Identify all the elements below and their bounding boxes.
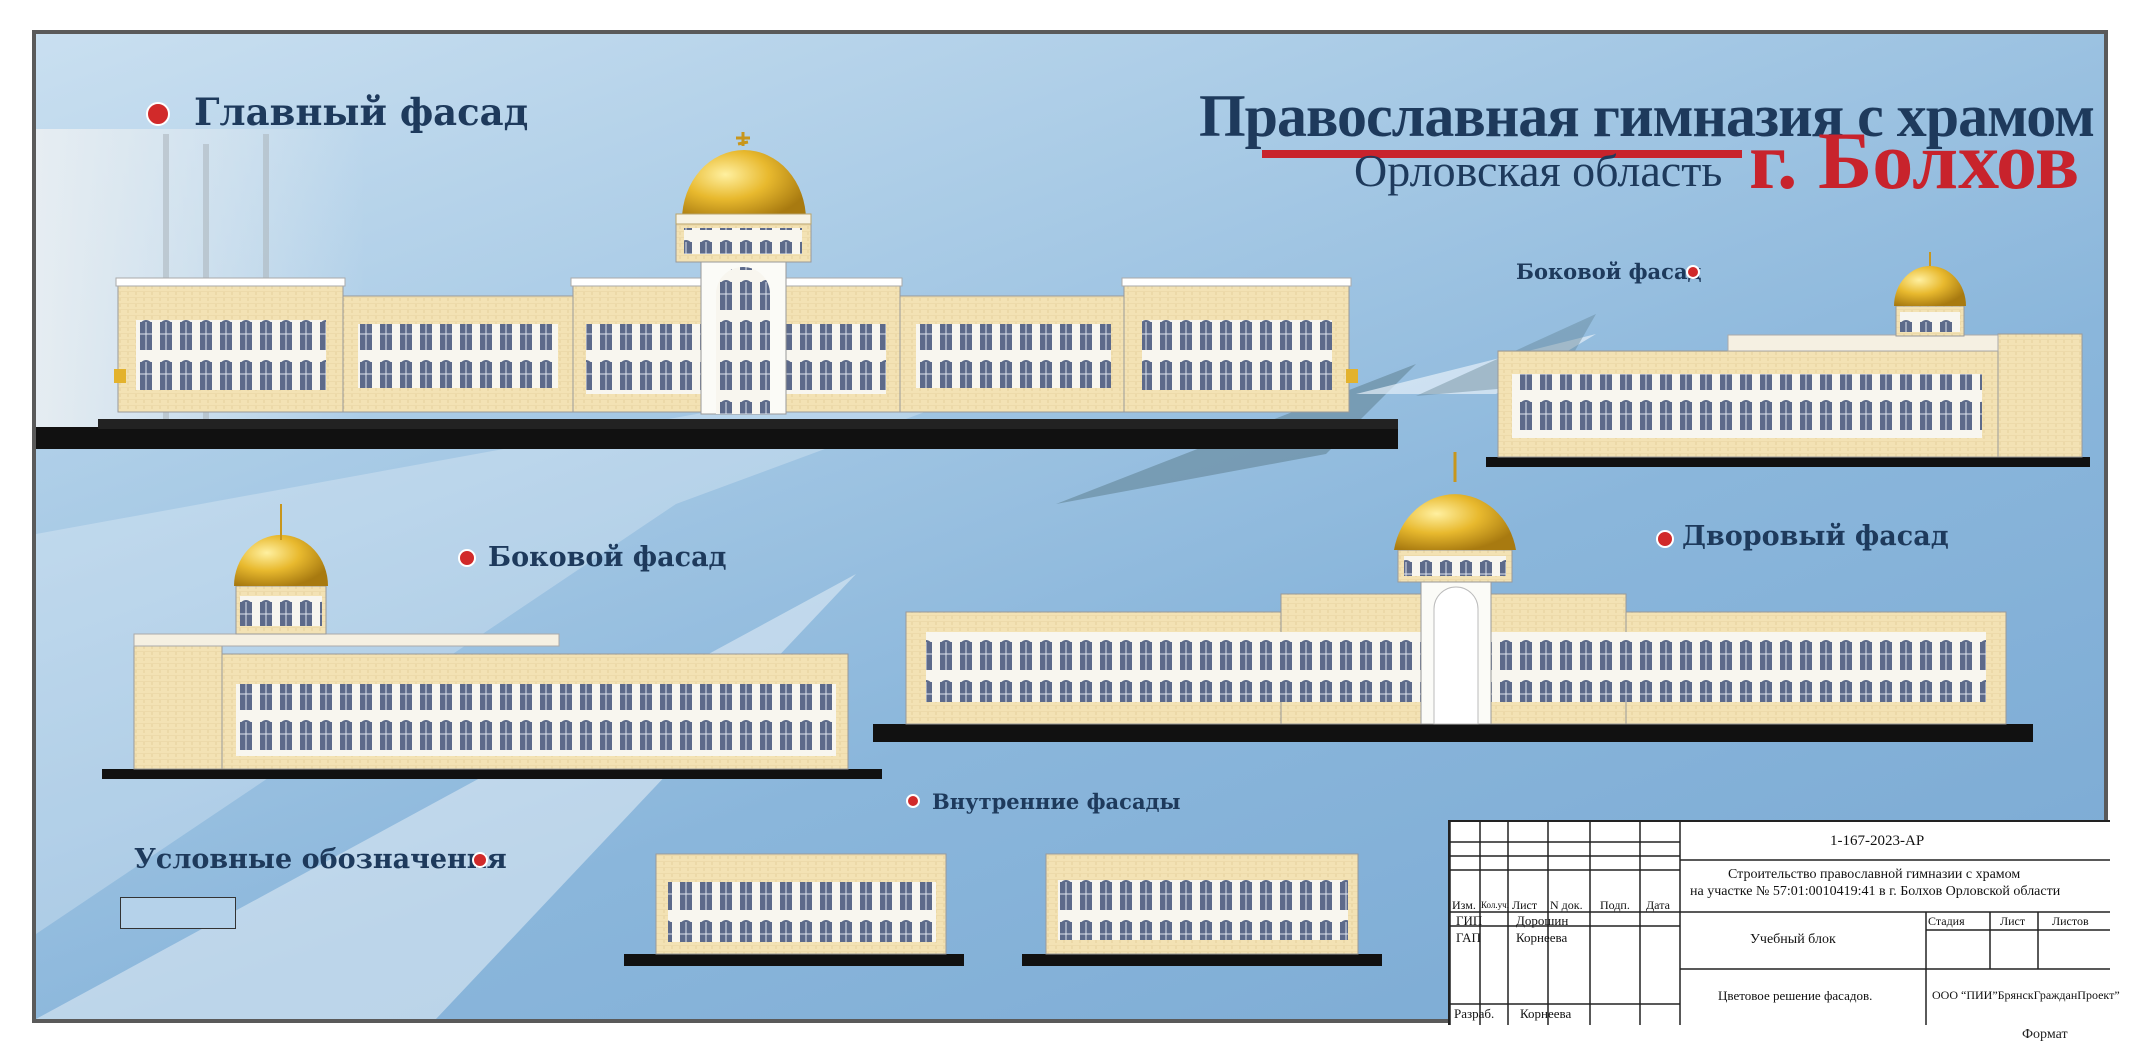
title-block: 1-167-2023-АР Строительство православной… [1448, 820, 2120, 1025]
side-facade-left-drawing [102, 504, 882, 779]
courtyard-facade-drawing [873, 452, 2033, 742]
inner-facades-label: Внутренние фасады [932, 789, 1181, 814]
inner-facades-drawing [624, 853, 1382, 966]
col-data: Дата [1646, 898, 1670, 912]
drawing-sheet: Православная гимназия с храмом Орловская… [32, 30, 2108, 1023]
courtyard-facade-label: Дворовый фасад [1682, 521, 1949, 552]
project-name-line2: на участке № 57:01:0010419:41 в г. Болхо… [1690, 884, 2061, 899]
name-gip: Дорошин [1516, 913, 1569, 928]
drawing-code: 1-167-2023-АР [1830, 833, 1925, 849]
legend-title: Условные обозначения [134, 844, 507, 875]
project-title: Православная гимназия с храмом [1199, 83, 2095, 149]
inner-facades-marker [906, 794, 920, 808]
side-facade-right-drawing [1486, 252, 2090, 467]
project-city: г. Болхов [1749, 115, 2080, 206]
side-facade-right-marker [1686, 265, 1700, 279]
side-facade-left-marker [458, 549, 476, 567]
main-facade-drawing [36, 132, 1398, 449]
col-stage: Стадия [1928, 914, 1965, 928]
project-name-line1: Строительство православной гимназии с хр… [1728, 867, 2021, 882]
col-podp: Подп. [1600, 898, 1630, 912]
courtyard-facade-marker [1656, 530, 1674, 548]
title-underline [1262, 150, 1742, 158]
col-n-dok: N док. [1550, 898, 1583, 912]
name-gap: Корнеева [1516, 930, 1568, 945]
organization-name: ООО “ПИИ”БрянскГражданПроект” [1932, 988, 2120, 1002]
col-kol-uch: Кол.уч. [1481, 900, 1509, 910]
role-gip: ГИП [1456, 913, 1483, 928]
legend-swatch [120, 897, 236, 929]
building-name: Учебный блок [1750, 932, 1836, 947]
col-sheet: Лист [2000, 914, 2026, 928]
role-gap: ГАП [1456, 930, 1481, 945]
title-block-grid [1450, 822, 2110, 1025]
project-region: Орловская область [1354, 145, 1723, 196]
name-razrab: Корнеева [1520, 1006, 1572, 1021]
format-label: Формат [2022, 1027, 2068, 1042]
facade-drawings [36, 129, 2090, 1019]
sheet-title: Цветовое решение фасадов. [1718, 988, 1873, 1003]
col-list: Лист [1512, 898, 1538, 912]
main-facade-label: Главный фасад [194, 90, 529, 134]
main-facade-marker [146, 102, 170, 126]
col-sheets: Листов [2052, 914, 2089, 928]
role-razrab: Разраб. [1454, 1006, 1495, 1021]
side-facade-right-label: Боковой фасад [1516, 259, 1702, 284]
legend-marker [472, 852, 488, 868]
col-izm: Изм. [1452, 898, 1476, 912]
side-facade-left-label: Боковой фасад [488, 542, 727, 573]
